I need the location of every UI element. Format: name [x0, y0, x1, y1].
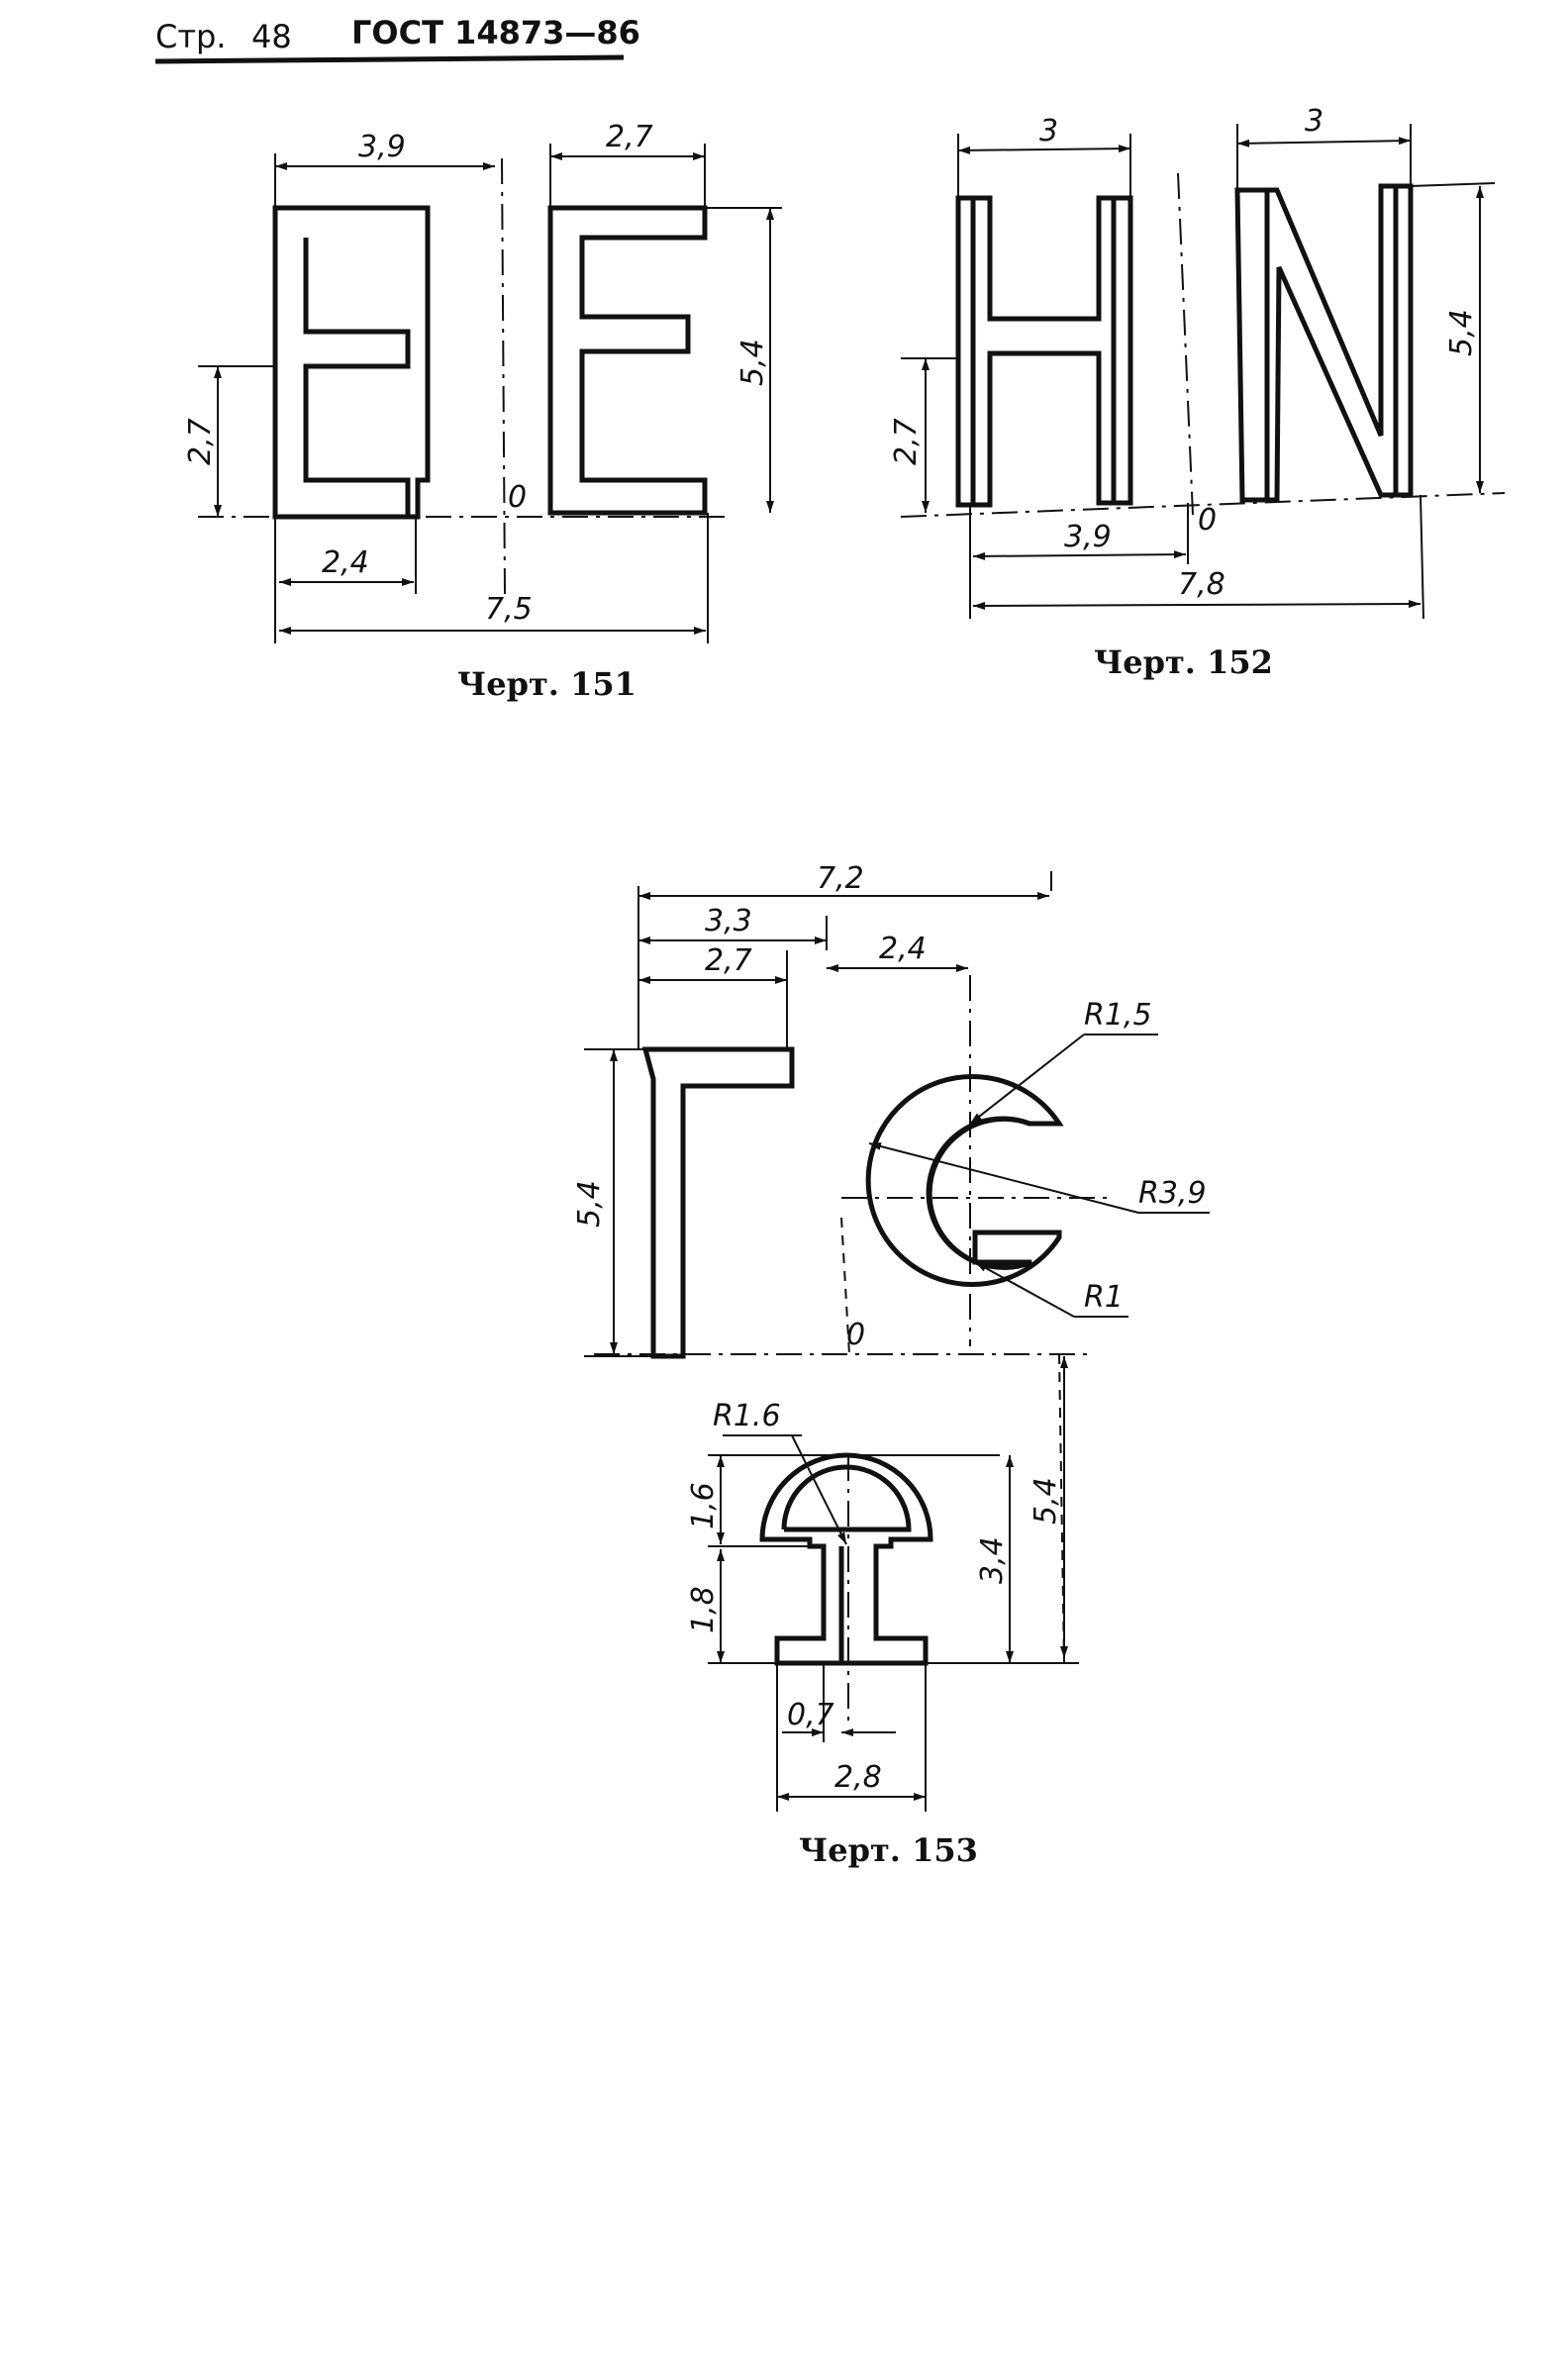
dim-5-4-153: 5,4: [572, 1180, 607, 1228]
dim-7-5: 7,5: [485, 592, 533, 627]
dim-2-8: 2,8: [834, 1760, 882, 1795]
mirrored-e-glyph: [272, 205, 431, 520]
dim-3-right: 3: [1305, 104, 1323, 139]
gamma-glyph: [641, 1046, 795, 1359]
caption-151: Черт. 151: [457, 665, 637, 703]
dim-2-7-top: 2,7: [606, 120, 653, 154]
caption-153: Черт. 153: [799, 1831, 978, 1869]
dim-7-8: 7,8: [1178, 567, 1225, 602]
g-inner-curve: [926, 1116, 1030, 1270]
caption-152: Черт. 152: [1094, 643, 1273, 681]
dim-3-9-152: 3,9: [1064, 520, 1112, 554]
page-label: Стр.: [155, 18, 226, 55]
origin-label-153: 0: [846, 1318, 865, 1352]
dim-1-8: 1,8: [686, 1586, 721, 1633]
mushroom-glyph: [759, 1452, 933, 1666]
mushroom-inner-arc: [781, 1464, 912, 1532]
radius-1-6: R1.6: [713, 1399, 781, 1433]
dim-2-7-152: 2,7: [889, 418, 924, 465]
dim-3-left: 3: [1039, 114, 1058, 148]
radius-3-9: R3,9: [1138, 1176, 1207, 1211]
center-axis-152: [1177, 172, 1194, 516]
radius-1: R1: [1084, 1280, 1124, 1315]
standard-number: ГОСТ 14873—86: [351, 14, 640, 51]
page-header: Стр. 48 ГОСТ 14873—86: [154, 14, 640, 64]
dim-3-4: 3,4: [975, 1536, 1010, 1584]
dim-2-7-153: 2,7: [705, 943, 752, 978]
figure-152: 3 3 5,4 2,7 0 3,9 7,8 Черт. 152: [889, 104, 1506, 681]
dim-7-2: 7,2: [817, 861, 864, 896]
baseline-axis-152: [900, 492, 1506, 518]
dim-2-4: 2,4: [322, 545, 369, 580]
origin-label: 0: [508, 480, 527, 515]
dim-3-3: 3,3: [705, 904, 752, 938]
radius-1-5: R1,5: [1084, 998, 1152, 1033]
e-glyph: [547, 205, 708, 516]
h-glyph: [955, 195, 1133, 508]
dim-1-6: 1,6: [686, 1482, 721, 1529]
dim-5-4: 5,4: [735, 339, 770, 386]
center-axis: [501, 157, 506, 595]
page-number: 48: [251, 18, 292, 55]
dim-5-4-152: 5,4: [1444, 309, 1479, 356]
dim-0-7: 0,7: [787, 1698, 834, 1732]
figure-151: 3,9 2,7 5,4 2,7 0 2,4 7,5 Черт. 151: [183, 120, 782, 703]
dim-2-4-153: 2,4: [879, 932, 927, 966]
figure-153: 7,2 3,3 2,7 2,4 R1,5 R3,9 R1 5,4 0 R1.6: [572, 861, 1210, 1869]
n-glyph: [1234, 183, 1414, 503]
dim-3-9: 3,9: [358, 130, 406, 164]
dim-2-7-left: 2,7: [183, 418, 218, 465]
dim-5-4-lower: 5,4: [1029, 1477, 1063, 1525]
origin-label-152: 0: [1198, 503, 1217, 538]
header-rule: [154, 54, 625, 64]
